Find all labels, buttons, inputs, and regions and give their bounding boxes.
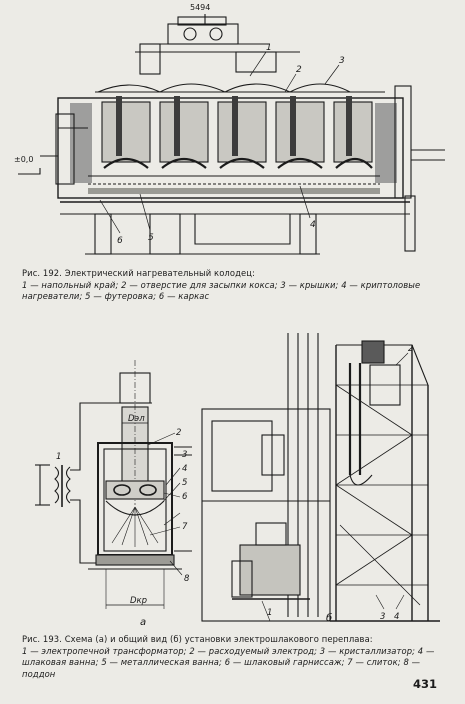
sublabel-a: а <box>140 617 146 628</box>
esr-general-view <box>201 333 440 622</box>
top-dimension-label: 5494 <box>190 3 210 12</box>
sublabel-b: б <box>326 612 332 624</box>
figure-192-caption: Рис. 192. Электрический нагревательный к… <box>22 268 447 303</box>
crane-mechanism <box>135 14 300 75</box>
esr-schematic <box>35 360 192 609</box>
figure-192-legend: 1 — напольный край; 2 — отверстие для за… <box>22 279 421 302</box>
callout-a-2: 2 <box>176 428 181 438</box>
figure-192-title: Рис. 192. Электрический нагревательный к… <box>22 268 255 278</box>
callout-6: 6 <box>117 236 123 246</box>
right-frame <box>394 85 445 252</box>
callout-a-4: 4 <box>182 464 187 474</box>
figure-192-drawing: 5494 <box>0 0 465 262</box>
left-wall <box>18 113 88 185</box>
callout-a-6: 6 <box>182 492 188 502</box>
callout-a-8: 8 <box>184 574 190 584</box>
page-number: 431 <box>412 677 437 691</box>
callout-b-2: 2 <box>408 344 413 354</box>
figure-193-caption: Рис. 193. Схема (а) и общий вид (б) уста… <box>22 634 447 680</box>
callout-b-3: 3 <box>380 612 385 622</box>
covers <box>95 83 385 99</box>
figure-193-legend: 1 — электропечной трансформатор; 2 — рас… <box>22 645 435 679</box>
callout-b-1: 1 <box>267 608 272 618</box>
callout-5: 5 <box>148 233 154 243</box>
callout-1: 1 <box>266 43 272 53</box>
dim-crystallizer-label: Dкр <box>130 596 147 606</box>
furnace-body <box>57 96 404 199</box>
figure-193-title: Рис. 193. Схема (а) и общий вид (б) уста… <box>22 634 373 644</box>
figure-193-drawing: Dэл Dкр 1 2 3 4 5 6 7 8 а б <box>0 325 465 633</box>
callout-a-3: 3 <box>182 450 187 460</box>
dim-electrode-label: Dэл <box>128 414 145 424</box>
callout-2: 2 <box>296 65 302 75</box>
callout-4: 4 <box>310 220 316 230</box>
callout-a-7: 7 <box>182 522 188 532</box>
callout-a-1: 1 <box>56 452 61 462</box>
base-frame <box>60 201 410 255</box>
callout-b-4: 4 <box>394 612 399 622</box>
callout-a-5: 5 <box>182 478 187 488</box>
callout-3: 3 <box>339 56 345 66</box>
level-label: ±0,0 <box>14 155 33 164</box>
